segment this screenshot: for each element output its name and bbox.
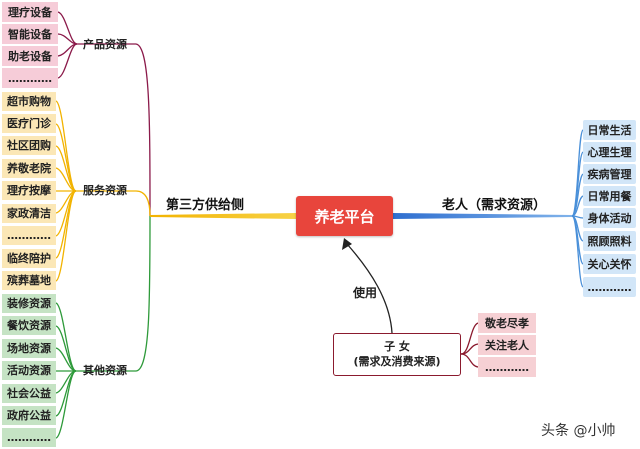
- other-item: 政府公益: [2, 406, 56, 425]
- supply-side-label: 第三方供给侧: [166, 198, 245, 213]
- service-item: 殡葬墓地: [2, 271, 56, 290]
- product-item: 助老设备: [2, 46, 58, 66]
- children-node-subtitle: (需求及消费来源): [353, 354, 441, 368]
- product-category-label: 产品资源: [83, 38, 127, 51]
- elder-branch-lines: [571, 129, 584, 288]
- left-main-spoke: [150, 213, 296, 219]
- service-item: 医疗门诊: [2, 114, 56, 133]
- other-item: 场地资源: [2, 339, 56, 358]
- product-item: 理疗设备: [2, 2, 58, 22]
- children-item: 敬老尽孝: [478, 313, 536, 333]
- other-branch-lines: [55, 215, 151, 439]
- service-category-label: 服务资源: [83, 184, 127, 197]
- elder-need-item: 日常用餐: [583, 186, 636, 206]
- service-item: 临终陪护: [2, 249, 56, 268]
- service-item: 理疗按摩: [2, 181, 56, 200]
- elder-need-item: 心理生理: [583, 142, 636, 162]
- elder-need-item: …………: [583, 277, 636, 297]
- service-item: 家政清洁: [2, 204, 56, 223]
- other-item: 活动资源: [2, 361, 56, 380]
- children-item: 关注老人: [478, 335, 536, 355]
- right-main-spoke: [393, 213, 572, 219]
- elder-need-item: 关心关怀: [583, 254, 636, 274]
- other-item: …………: [2, 428, 56, 447]
- use-label: 使用: [353, 286, 378, 300]
- service-item: 社区团购: [2, 136, 56, 155]
- other-item: 装修资源: [2, 294, 56, 313]
- children-node: 子 女 (需求及消费来源): [333, 333, 461, 376]
- product-branch-lines: [57, 11, 151, 217]
- elder-need-item: 疾病管理: [583, 164, 636, 184]
- other-item: 餐饮资源: [2, 316, 56, 335]
- children-branch-lines: [460, 322, 479, 368]
- elder-demand-label: 老人（需求资源）: [442, 198, 547, 213]
- other-item: 社会公益: [2, 384, 56, 403]
- children-item: …………: [478, 357, 536, 377]
- center-node: 养老平台: [296, 196, 393, 236]
- product-item: 智能设备: [2, 24, 58, 44]
- watermark: 头条 @小帅: [541, 423, 616, 439]
- elder-need-item: 身体活动: [583, 208, 636, 228]
- elder-need-item: 日常生活: [583, 120, 636, 140]
- elder-need-item: 照顾照料: [583, 231, 636, 251]
- use-arrow-head: [342, 238, 352, 250]
- other-category-label: 其他资源: [83, 364, 127, 377]
- children-node-title: 子 女: [384, 339, 410, 353]
- service-item: …………: [2, 226, 56, 245]
- service-branch-lines: [55, 100, 151, 282]
- service-item: 养敬老院: [2, 159, 56, 178]
- service-item: 超市购物: [2, 92, 56, 111]
- use-arrow-line: [346, 243, 393, 334]
- product-item: …………: [2, 68, 58, 88]
